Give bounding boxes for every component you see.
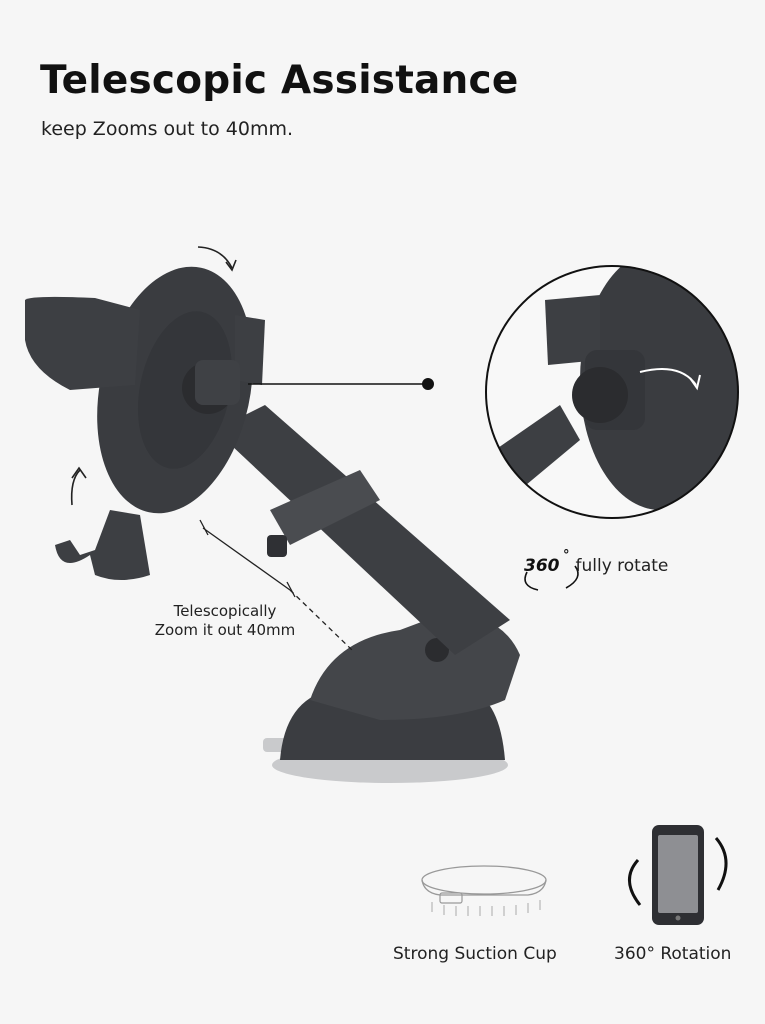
rotate-number: 360 [524, 556, 560, 576]
rotate-degree: ° [563, 548, 570, 563]
rotate-arrow-left-icon [70, 469, 81, 506]
telescopic-arm [215, 405, 510, 655]
rotate-badge: 360° [520, 548, 570, 576]
feature-label-rotation: 360° Rotation [614, 944, 732, 964]
rotate-arrow-top-icon [197, 246, 233, 269]
rotate-text: fully rotate [575, 556, 669, 576]
telescopic-line2: Zoom it out 40mm [154, 621, 296, 639]
telescopic-callout: Telescopically Zoom it out 40mm [140, 602, 310, 640]
callout-dot [422, 378, 434, 390]
phone-rotation-icon [628, 825, 728, 925]
rotate-callout: 360° fully rotate [520, 548, 669, 576]
telescopic-line1: Telescopically [173, 602, 277, 620]
suction-cup-icon [421, 865, 547, 916]
rotate-360-icon [524, 571, 539, 591]
feature-label-suction: Strong Suction Cup [393, 944, 557, 964]
holder-plate [25, 266, 265, 580]
page-title: Telescopic Assistance [40, 58, 519, 103]
zoom-detail-circle [485, 265, 739, 519]
page-subtitle: keep Zooms out to 40mm. [41, 118, 294, 140]
telescopic-dimension [199, 519, 353, 651]
